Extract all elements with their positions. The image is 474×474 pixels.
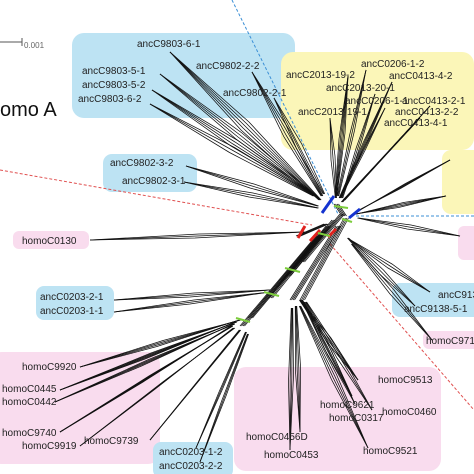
label-ancC9802-2-2: ancC9802-2-2 [196, 61, 260, 72]
red-split-1 [296, 225, 307, 239]
label-ancC0206-1-1: ancC0206-1-1 [345, 96, 409, 107]
label-homoC0460: homoC0460 [382, 407, 437, 418]
red-split-2 [308, 228, 322, 243]
label-ancC9803-5-1: ancC9803-5-1 [82, 66, 146, 77]
label-homoC0453: homoC0453 [264, 450, 319, 461]
label-homoC9621: homoC9621 [320, 400, 375, 411]
label-homoC9521: homoC9521 [363, 446, 418, 457]
green-split-2 [341, 218, 353, 223]
label-homoC9740: homoC9740 [2, 428, 57, 439]
label-ancC0413-4-1: ancC0413-4-1 [384, 118, 448, 129]
label-ancC0203-2-1: ancC0203-2-1 [40, 292, 104, 303]
label-homoC9739: homoC9739 [84, 436, 139, 447]
label-ancC9803-6-1: ancC9803-6-1 [137, 39, 201, 50]
blue-split-1 [320, 195, 336, 214]
partial-title: omo A [0, 99, 57, 121]
split-highlights [235, 195, 361, 323]
group-box-homo-c04 [234, 367, 441, 471]
group-box-homo-c0130 [13, 231, 89, 249]
label-homoC0442: homoC0442 [2, 397, 57, 408]
label-ancC0413-2-2: ancC0413-2-2 [395, 107, 459, 118]
label-ancC9802-3-1: ancC9802-3-1 [122, 176, 186, 187]
label-ancC9802-3-2: ancC9802-3-2 [110, 158, 174, 169]
label-ancC913-partial: ancC913 [438, 290, 474, 301]
group-box-homo-c99 [0, 352, 160, 464]
blue-split-2 [348, 207, 361, 220]
label-homoC9920: homoC9920 [22, 362, 77, 373]
label-ancC2013-19-2: ancC2013-19-2 [286, 70, 355, 81]
label-homoC9919: homoC9919 [22, 441, 77, 452]
label-ancC0413-4-2: ancC0413-4-2 [389, 71, 453, 82]
red-divider-line-left [0, 169, 313, 226]
group-box-anc-c9802-3 [103, 154, 197, 192]
label-ancC0206-1-2: ancC0206-1-2 [361, 59, 425, 70]
group-box-anc-c0206 [281, 52, 474, 150]
group-box-homo-c971 [423, 331, 474, 349]
green-split-1 [333, 205, 349, 209]
group-box-anc-c0203-2 [153, 442, 233, 474]
network-edges [54, 51, 461, 463]
group-box-anc-c9138 [392, 283, 474, 317]
label-ancC9803-5-2: ancC9803-5-2 [82, 80, 146, 91]
label-ancC0203-2-2: ancC0203-2-2 [159, 461, 223, 472]
red-divider-line-right [329, 243, 474, 411]
scale-bar-label: 0.001 [24, 41, 45, 50]
group-box-right-yellow [442, 150, 474, 214]
label-ancC0203-1-1: ancC0203-1-1 [40, 306, 104, 317]
label-ancC9803-6-2: ancC9803-6-2 [78, 94, 142, 105]
label-homoC0317: homoC0317 [329, 413, 384, 424]
green-split-4 [284, 267, 301, 273]
label-ancC9138-5-1: ancC9138-5-1 [404, 304, 468, 315]
label-homoC0445: homoC0445 [2, 384, 57, 395]
label-ancC9802-2-1: ancC9802-2-1 [223, 88, 287, 99]
green-split-6 [235, 317, 251, 323]
group-box-anc-c9803 [72, 33, 295, 118]
label-homoC0130: homoC0130 [22, 236, 77, 247]
green-split-5 [263, 291, 280, 297]
green-split-3 [317, 232, 331, 237]
group-box-anc-c0203-1 [36, 286, 114, 320]
label-ancC2013-20-1: ancC2013-20-1 [326, 83, 395, 94]
label-ancC0413-2-1: ancC0413-2-1 [402, 96, 466, 107]
label-homoC9513: homoC9513 [378, 375, 433, 386]
label-ancC0203-1-2: ancC0203-1-2 [159, 447, 223, 458]
label-homoC0456D: homoC0456D [246, 432, 308, 443]
group-box-right-pink [458, 226, 474, 260]
label-homoC971-partial: homoC971 [426, 336, 474, 347]
label-ancC2013-19-1: ancC2013-19-1 [298, 107, 367, 118]
